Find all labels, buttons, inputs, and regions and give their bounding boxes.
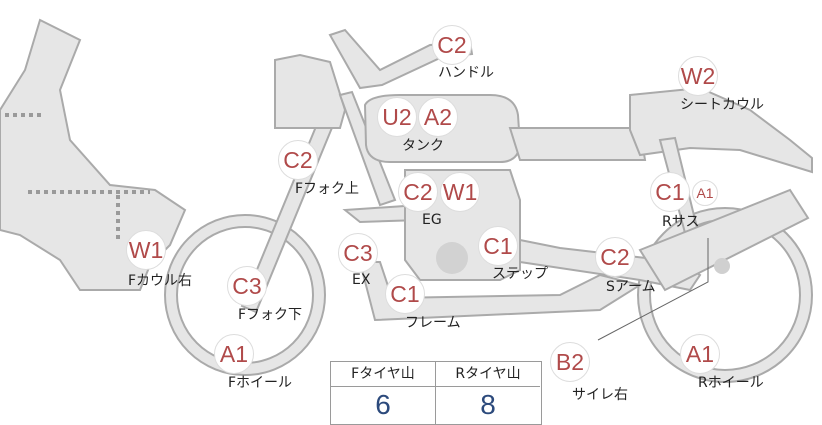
exhaust-code[interactable]: C3 [338, 233, 378, 273]
swingarm-label: Sアーム [606, 279, 656, 295]
rear-wheel-label: Rホイール [698, 375, 764, 391]
muffler-right-label: サイレ右 [572, 387, 628, 403]
engine-label: EG [422, 212, 442, 228]
rear-suspension-code-2[interactable]: A1 [692, 180, 718, 206]
seat-shape [508, 127, 647, 161]
front-cowl-right-label: Fカウル右 [128, 273, 193, 289]
swingarm-code[interactable]: C2 [595, 237, 635, 277]
frame-label: フレーム [405, 315, 461, 331]
handle-label: ハンドル [438, 65, 494, 81]
exhaust-label: EX [352, 272, 371, 288]
rear-suspension-label: Rサス [662, 214, 700, 230]
engine-code-1[interactable]: C2 [398, 172, 438, 212]
tank-code-1[interactable]: U2 [377, 97, 417, 137]
engine-code-2[interactable]: W1 [440, 172, 480, 212]
rear-tread-header: Rタイヤ山 [436, 362, 540, 387]
handle-code[interactable]: C2 [432, 25, 472, 65]
muffler-bolt [714, 258, 730, 274]
muffler-right-code[interactable]: B2 [550, 342, 590, 382]
table-divider [435, 362, 436, 424]
front-cowl-right-code[interactable]: W1 [126, 230, 166, 270]
fork-lower-code[interactable]: C3 [227, 266, 267, 306]
front-wheel-code[interactable]: A1 [214, 334, 254, 374]
fork-upper-label: Fフォク上 [295, 181, 360, 197]
seat-cowl-shape [629, 86, 813, 174]
tank-code-2[interactable]: A2 [418, 97, 458, 137]
fork-upper-code[interactable]: C2 [278, 140, 318, 180]
frame-code[interactable]: C1 [385, 274, 425, 314]
tread-depth-table: Fタイヤ山 Rタイヤ山 6 8 [330, 361, 542, 425]
seat-cowl-label: シートカウル [680, 97, 764, 113]
engine-cover [436, 242, 468, 274]
seat-cowl-code[interactable]: W2 [678, 56, 718, 96]
rear-tread-value[interactable]: 8 [480, 389, 496, 420]
front-tread-value[interactable]: 6 [375, 389, 391, 420]
tank-label: タンク [402, 138, 444, 154]
fork-lower-label: Fフォク下 [238, 307, 303, 323]
front-tread-header: Fタイヤ山 [331, 362, 435, 387]
rear-suspension-code-1[interactable]: C1 [650, 172, 690, 212]
step-label: ステップ [492, 266, 548, 282]
leader-line [597, 238, 709, 341]
step-code[interactable]: C1 [478, 226, 518, 266]
upper-cowl-shape [274, 53, 347, 129]
rear-wheel-code[interactable]: A1 [680, 334, 720, 374]
muffler-shape [638, 188, 810, 292]
front-wheel-label: Fホイール [228, 375, 293, 391]
